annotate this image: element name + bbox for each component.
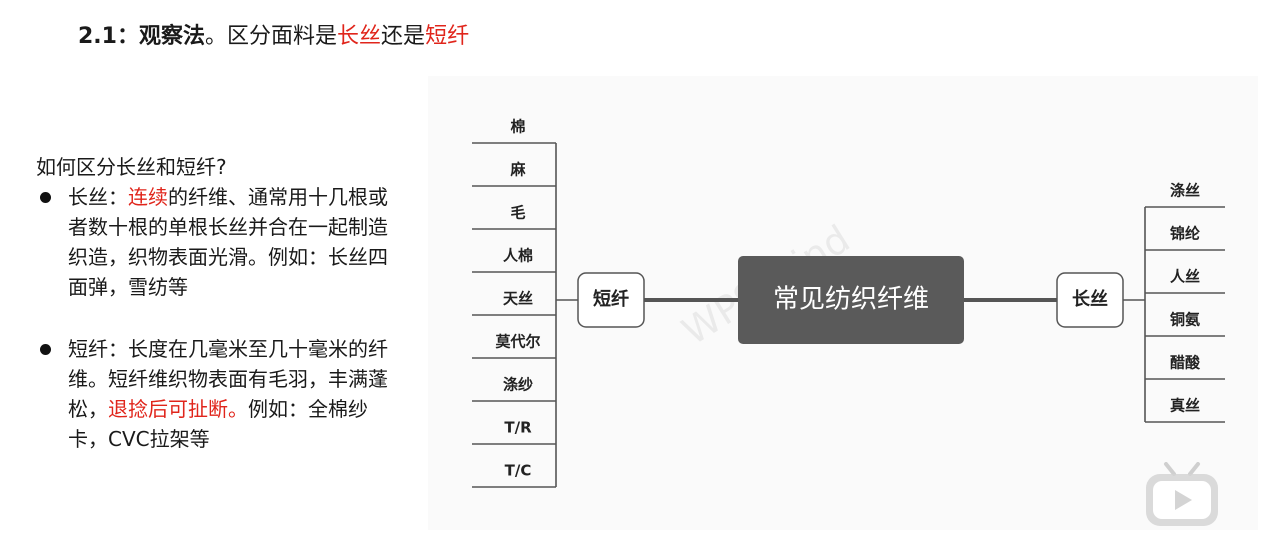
right-branch-label: 长丝 [1072, 288, 1108, 310]
left-leaf-label: 涤纱 [503, 376, 533, 394]
right-leaf-label: 锦纶 [1170, 225, 1200, 243]
staple-text-before: 长度在几毫米至几十毫米的纤维。短纤维织物表面有毛羽，丰满蓬松， [68, 337, 388, 421]
left-leaf-label: 天丝 [503, 290, 533, 308]
slide-heading: 2.1：观察法。区分面料是长丝还是短纤 [78, 18, 469, 50]
bullet-dot-icon [40, 344, 51, 355]
left-leaf-label: T/R [504, 419, 532, 437]
heading-period: 。 [205, 24, 228, 49]
video-play-button[interactable] [1142, 462, 1222, 528]
left-leaf-label: 麻 [509, 161, 526, 179]
mindmap-diagram: WPS Mind 常见纺织纤维短纤长丝棉麻毛人棉天丝莫代尔涤纱T/RT/C涤丝锦… [472, 118, 1225, 488]
heading-method: 观察法 [138, 24, 205, 49]
staple-label: 短纤： [68, 337, 128, 361]
filament-text: 的纤维、通常用十几根或者数十根的单根长丝并合在一起制造织造，织物表面光滑。例如：… [68, 185, 388, 299]
question-text: 如何区分长丝和短纤? [36, 155, 227, 179]
center-node-label: 常见纺织纤维 [773, 285, 929, 315]
left-leaf-label: T/C [505, 462, 532, 480]
center-node [738, 256, 964, 344]
heading-middle: 还是 [381, 24, 426, 49]
heading-term-short: 短纤 [425, 24, 470, 49]
mindmap-connectors [472, 142, 1225, 488]
left-branch-node [577, 272, 645, 328]
play-icon [1146, 462, 1218, 526]
filament-bullet: 长丝：连续的纤维、通常用十几根或者数十根的单根长丝并合在一起制造织造，织物表面光… [36, 182, 396, 302]
left-leaf-label: 毛 [510, 204, 525, 222]
right-leaf-label: 铜氨 [1170, 311, 1200, 329]
filament-label: 长丝： [68, 185, 128, 209]
right-branch-node [1056, 272, 1124, 328]
right-leaf-label: 醋酸 [1170, 354, 1201, 372]
heading-prefix: 区分面料是 [227, 24, 338, 49]
filament-highlight: 连续 [128, 185, 168, 209]
left-leaf-label: 人棉 [503, 247, 533, 265]
heading-term-long: 长丝 [337, 24, 382, 49]
left-leaf-label: 棉 [510, 118, 525, 136]
explanation-block: 如何区分长丝和短纤? 长丝：连续的纤维、通常用十几根或者数十根的单根长丝并合在一… [36, 152, 396, 454]
staple-bullet: 短纤：长度在几毫米至几十毫米的纤维。短纤维织物表面有毛羽，丰满蓬松，退捻后可扯断… [36, 334, 396, 454]
right-leaf-label: 人丝 [1170, 268, 1200, 286]
left-leaf-label: 莫代尔 [495, 333, 540, 351]
heading-number: 2.1： [78, 24, 139, 49]
right-leaf-label: 涤丝 [1170, 182, 1200, 200]
staple-text-after: 例如：全棉纱卡，CVC拉架等 [68, 397, 368, 451]
left-branch-label: 短纤 [593, 288, 629, 310]
bullet-dot-icon [40, 192, 51, 203]
mindmap-panel: WPS Mind 常见纺织纤维短纤长丝棉麻毛人棉天丝莫代尔涤纱T/RT/C涤丝锦… [428, 76, 1258, 530]
staple-highlight: 退捻后可扯断。 [108, 397, 248, 421]
right-leaf-label: 真丝 [1170, 397, 1200, 415]
